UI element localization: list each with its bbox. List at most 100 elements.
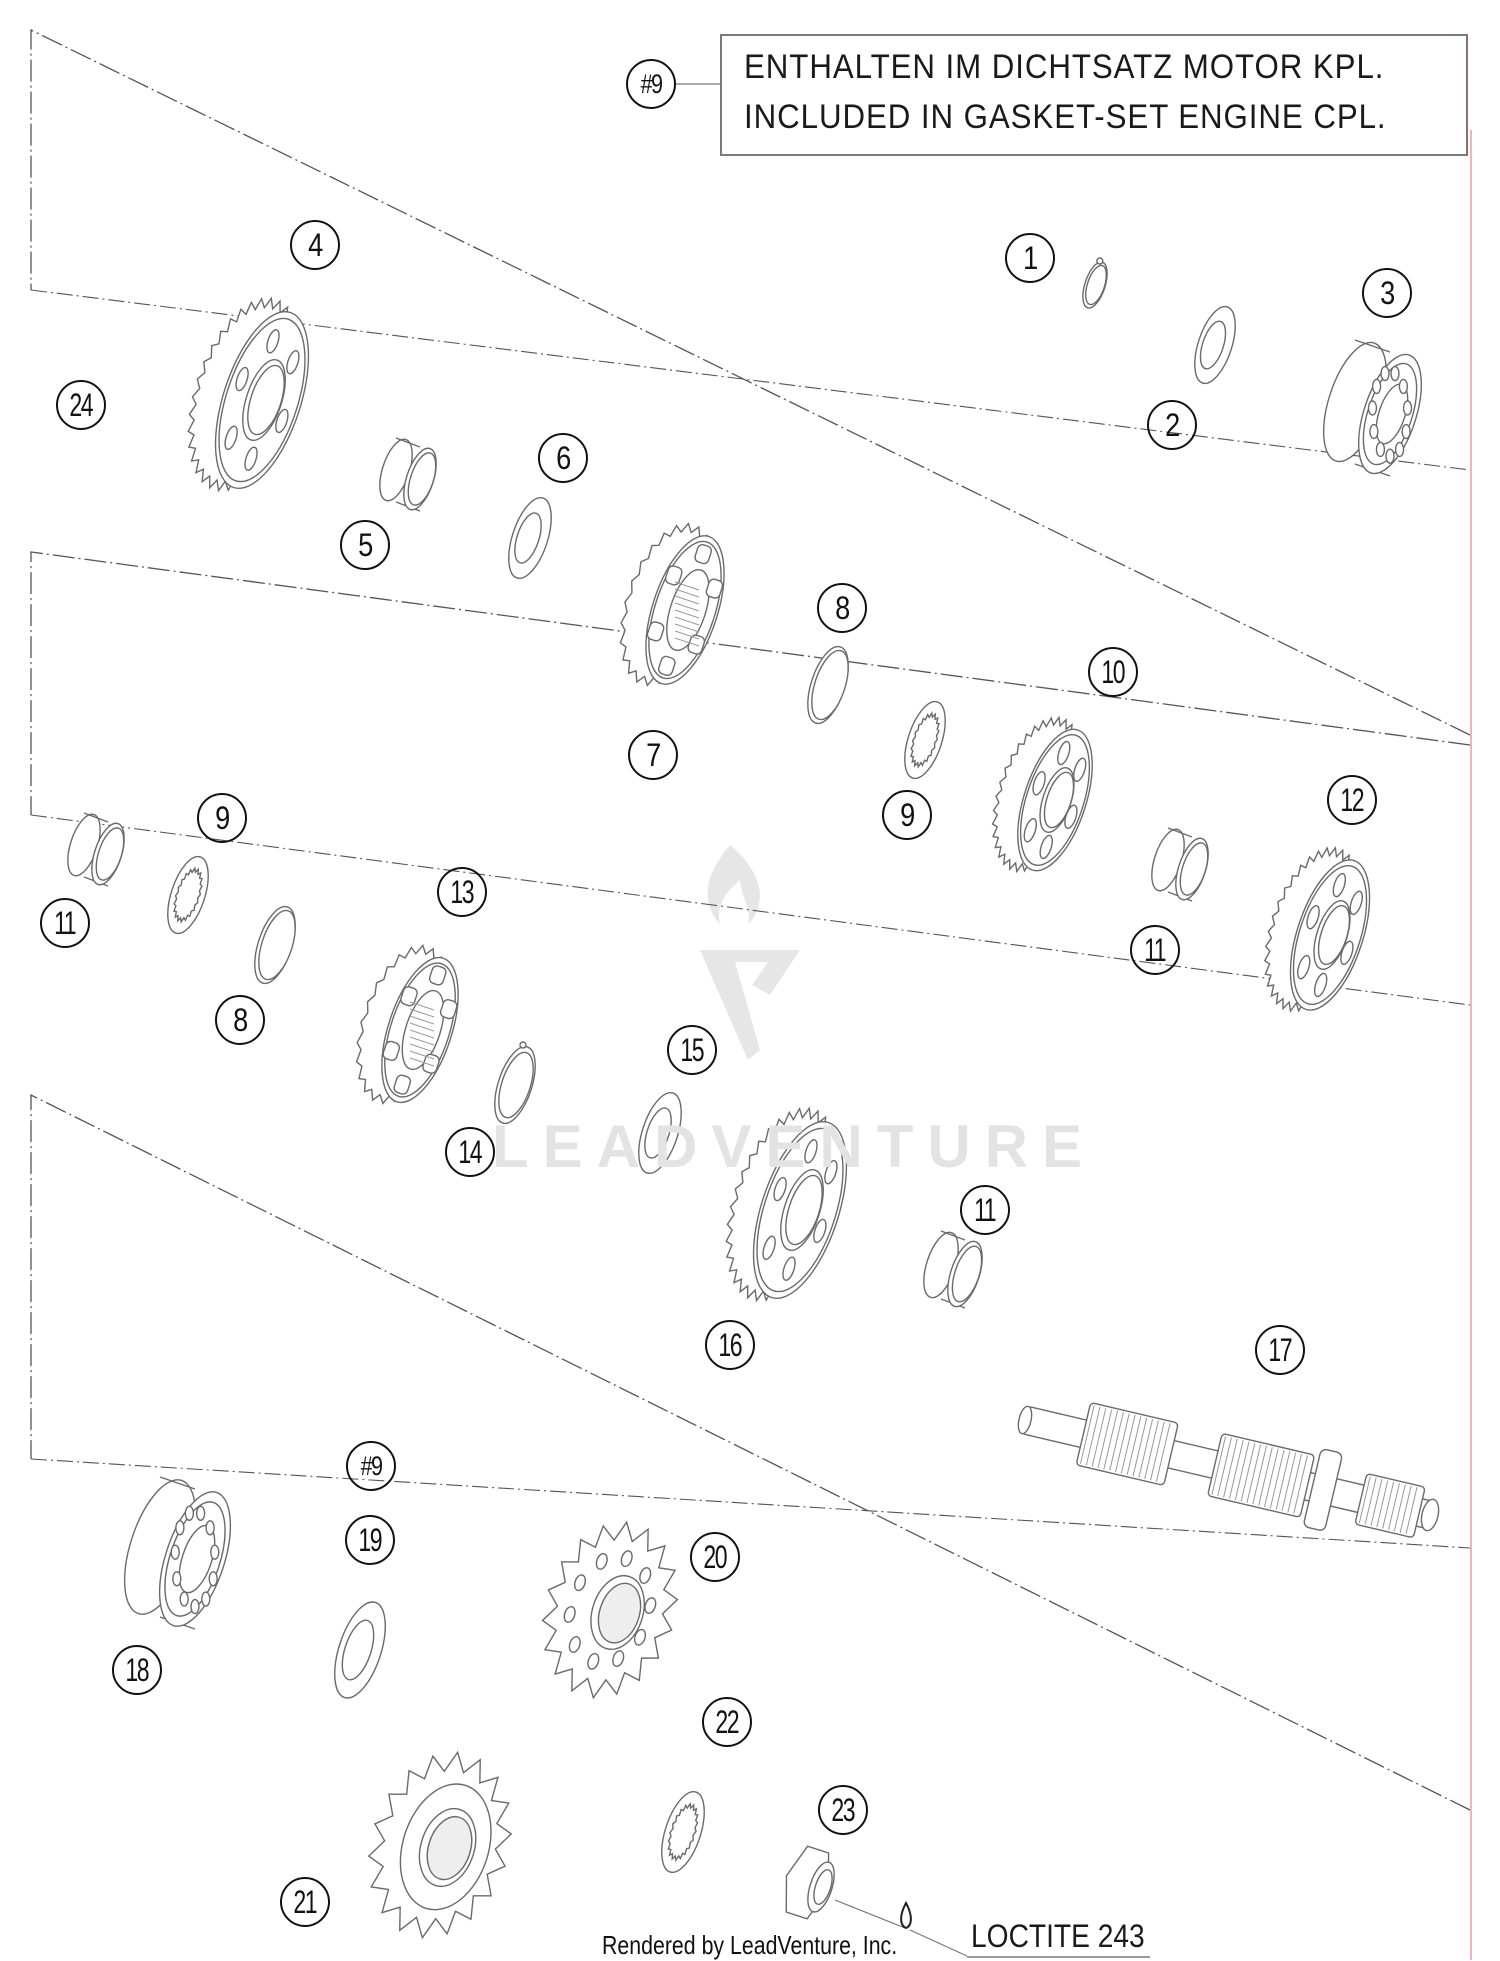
- loctite-underline: [967, 1956, 1150, 1958]
- part-11-bush[interactable]: [917, 1228, 989, 1310]
- frame-lines: [30, 28, 1471, 1811]
- part-1-circlip[interactable]: [1078, 257, 1112, 311]
- callout-label: 13: [450, 873, 475, 910]
- part-19-washer[interactable]: [325, 1596, 396, 1704]
- part-20-sprocket[interactable]: [521, 1506, 699, 1715]
- callout-label: 16: [718, 1326, 743, 1363]
- callout-label: 11: [54, 904, 76, 941]
- callout-9a[interactable]: 9: [882, 790, 932, 840]
- callout-label: 4: [308, 226, 323, 263]
- callout-21[interactable]: 21: [280, 1877, 330, 1927]
- part-9-splined-washer[interactable]: [897, 697, 954, 783]
- callout-label: 3: [1380, 274, 1395, 311]
- callout-label: 24: [69, 386, 94, 423]
- frame-1: [30, 28, 1471, 736]
- callout-label: 19: [358, 1521, 383, 1558]
- callout-11c[interactable]: 11: [960, 1185, 1010, 1235]
- part-13-dog-gear[interactable]: [339, 935, 473, 1115]
- callout-label: 23: [831, 1791, 856, 1828]
- watermark-text: LEADVENTURE: [492, 1113, 1097, 1180]
- part-6-washer[interactable]: [500, 493, 560, 584]
- part-16-gear[interactable]: [705, 1094, 866, 1314]
- callout-6[interactable]: 6: [538, 433, 588, 483]
- part-12-gear[interactable]: [1246, 836, 1385, 1023]
- callout-10[interactable]: 10: [1088, 647, 1138, 697]
- callout-9b[interactable]: 9: [197, 793, 247, 843]
- callout-1[interactable]: 1: [1005, 233, 1055, 283]
- callout-label: 18: [125, 1651, 150, 1688]
- callout-2[interactable]: 2: [1147, 400, 1197, 450]
- callout-label: 21: [293, 1883, 318, 1920]
- callout-label: #9: [640, 68, 663, 99]
- part-7-dog-gear[interactable]: [603, 512, 740, 696]
- loctite-leader: [834, 1899, 906, 1929]
- gasket-set-note: ENTHALTEN IM DICHTSATZ MOTOR KPL. INCLUD…: [720, 34, 1468, 156]
- callout-label: 14: [458, 1133, 483, 1170]
- note-german: ENTHALTEN IM DICHTSATZ MOTOR KPL.: [744, 48, 1385, 86]
- callout-19[interactable]: 19: [345, 1515, 395, 1565]
- callout-17[interactable]: 17: [1255, 1325, 1305, 1375]
- part-11-bush[interactable]: [1145, 825, 1214, 903]
- part-14-circlip[interactable]: [487, 1041, 544, 1128]
- callout-label: 8: [835, 589, 850, 626]
- callout-15[interactable]: 15: [667, 1025, 717, 1075]
- callout-label: 11: [1144, 931, 1166, 968]
- callout-label: 22: [715, 1703, 740, 1740]
- part-21-sprocket[interactable]: [346, 1735, 534, 1955]
- callout-8b[interactable]: 8: [215, 995, 265, 1045]
- callout-label: 20: [703, 1538, 728, 1575]
- part-4-gear[interactable]: [167, 284, 328, 504]
- axis-line-3: [30, 1458, 1471, 1549]
- callout-20[interactable]: 20: [690, 1532, 740, 1582]
- part-17-shaft[interactable]: [1010, 1380, 1447, 1556]
- part-10-gear[interactable]: [975, 706, 1107, 882]
- part-8-ring[interactable]: [800, 642, 857, 728]
- callout-23[interactable]: 23: [818, 1785, 868, 1835]
- callout-11b[interactable]: 11: [40, 898, 90, 948]
- part-15-washer[interactable]: [630, 1088, 690, 1179]
- callout-7[interactable]: 7: [628, 730, 678, 780]
- part-11-bush[interactable]: [61, 810, 130, 888]
- loctite-leader-2: [909, 1929, 968, 1957]
- callout-13[interactable]: 13: [437, 867, 487, 917]
- callout-11a[interactable]: 11: [1130, 925, 1180, 975]
- callout-label: 5: [358, 526, 373, 563]
- callout-16[interactable]: 16: [705, 1320, 755, 1370]
- watermark-logo: [700, 845, 800, 1060]
- callout-label: #9: [360, 1450, 383, 1481]
- callout-label: 11: [974, 1191, 996, 1228]
- part-23-nut[interactable]: [776, 1843, 840, 1922]
- part-9-splined-washer[interactable]: [160, 852, 217, 938]
- callout-label: 9: [900, 796, 915, 833]
- callout-label: 1: [1023, 239, 1038, 276]
- callout-5[interactable]: 5: [340, 520, 390, 570]
- callout-label: 9: [215, 799, 230, 836]
- part-22-splined-washer[interactable]: [653, 1787, 713, 1878]
- callout-18[interactable]: 18: [112, 1645, 162, 1695]
- callout-9c[interactable]: #9: [346, 1441, 396, 1491]
- callout-12[interactable]: 12: [1327, 775, 1377, 825]
- callout-3[interactable]: 3: [1362, 268, 1412, 318]
- part-3-bearing[interactable]: [1311, 335, 1434, 481]
- frame-2: [30, 551, 1471, 815]
- callout-4[interactable]: 4: [290, 220, 340, 270]
- frame-3: [30, 1093, 1471, 1811]
- callout-label: 17: [1268, 1331, 1293, 1368]
- callout-8a[interactable]: 8: [817, 583, 867, 633]
- callout-24[interactable]: 24: [56, 380, 106, 430]
- callout-label: 6: [556, 439, 571, 476]
- footer-credit: Rendered by LeadVenture, Inc.: [602, 1930, 898, 1960]
- callout-label: 8: [233, 1001, 248, 1038]
- callout-label: 7: [646, 736, 661, 773]
- part-8-ring[interactable]: [247, 902, 304, 988]
- callout-14[interactable]: 14: [445, 1127, 495, 1177]
- part-2-washer[interactable]: [1187, 302, 1244, 388]
- callout-label: 2: [1165, 406, 1180, 443]
- part-18-bearing[interactable]: [110, 1471, 244, 1634]
- callout-22[interactable]: 22: [702, 1697, 752, 1747]
- part-5-bush[interactable]: [373, 435, 442, 513]
- parts-layer: [61, 257, 1447, 1955]
- callout-note-ref[interactable]: #9: [626, 59, 676, 109]
- callout-label: 15: [680, 1031, 705, 1068]
